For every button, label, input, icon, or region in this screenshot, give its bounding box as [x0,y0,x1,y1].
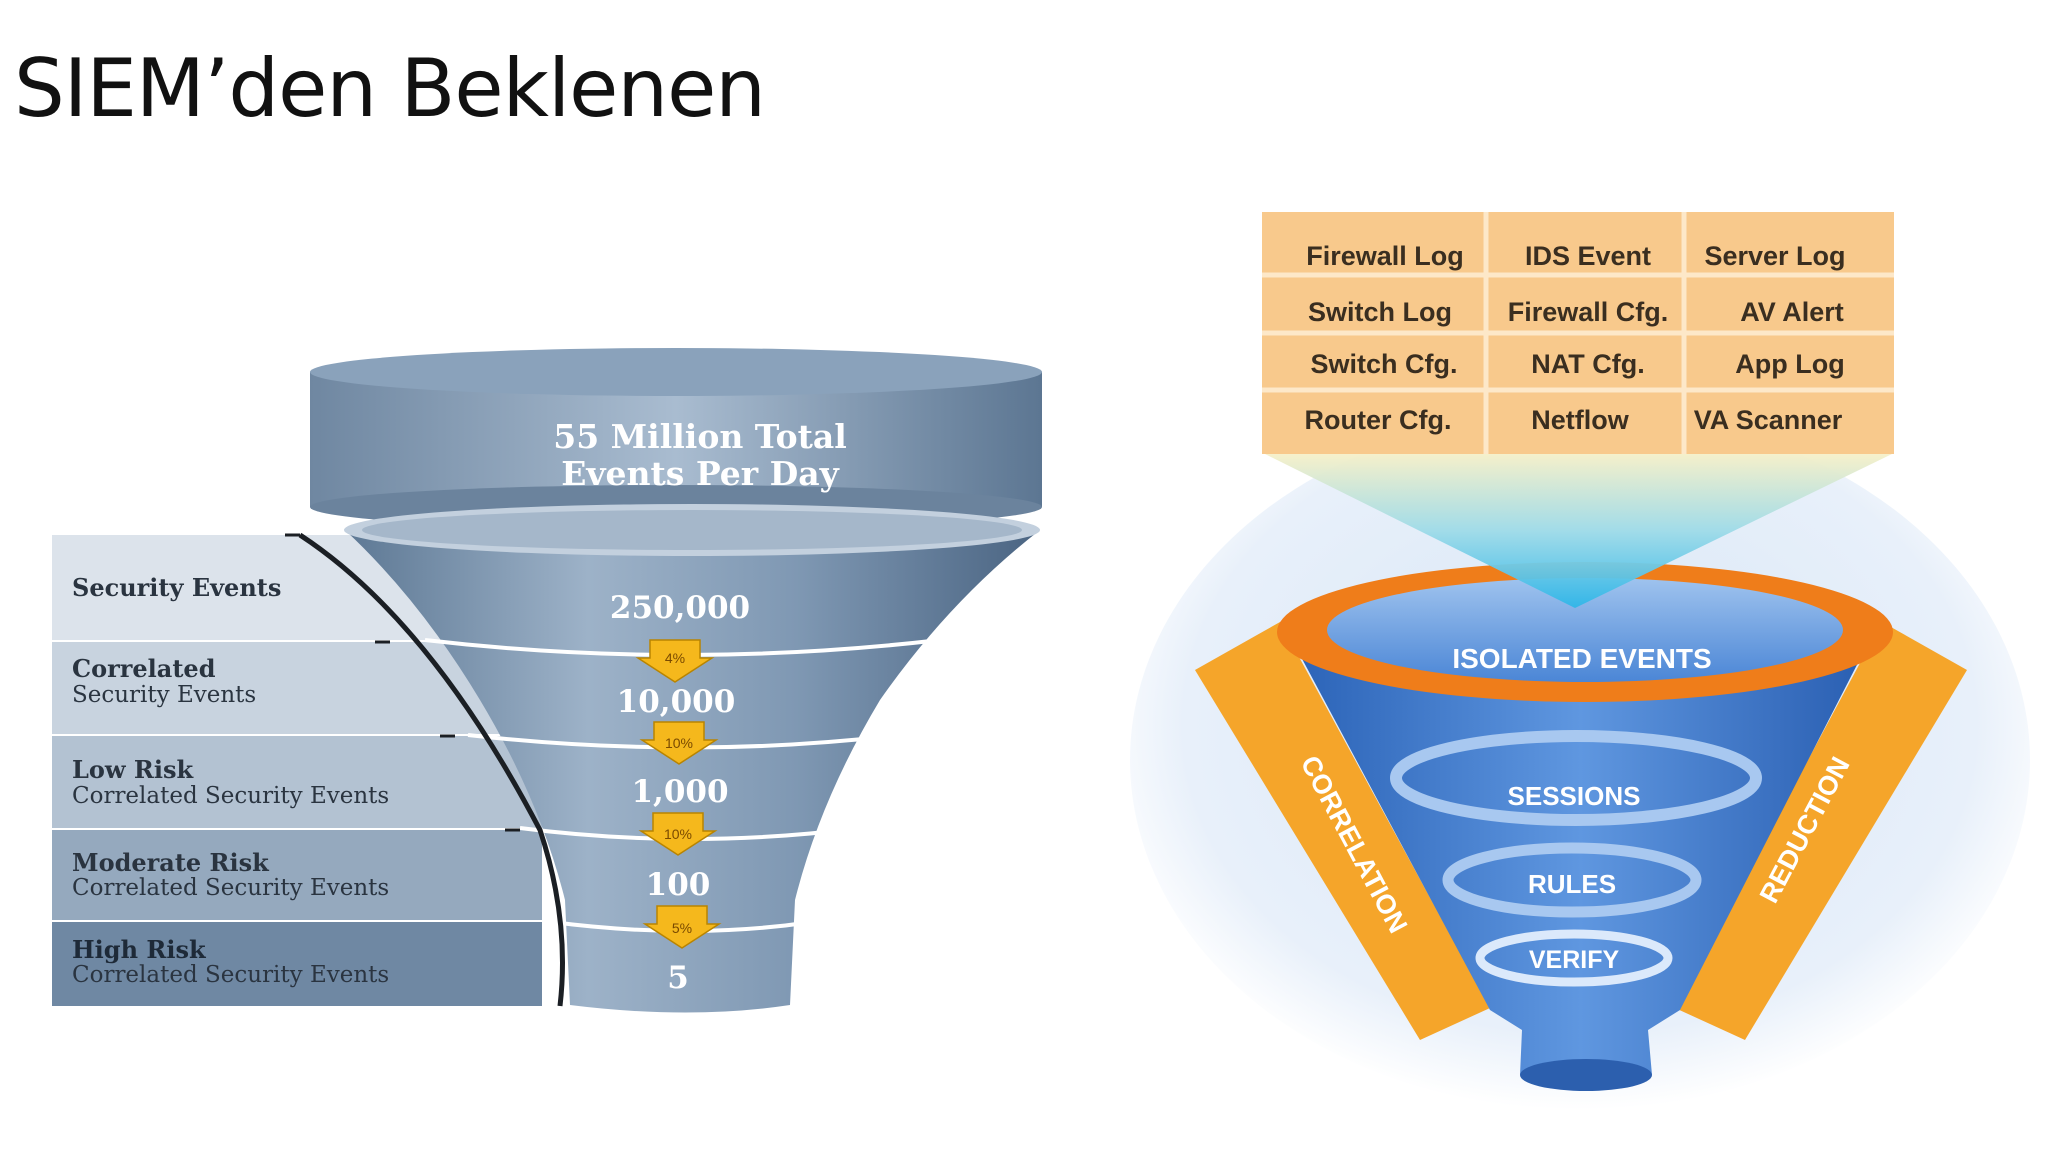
log-source-cell: Netflow [1531,405,1629,435]
log-source-cell: NAT Cfg. [1531,349,1644,379]
separator-curve [298,532,565,1007]
log-source-cell: App Log [1735,349,1844,379]
log-source-cell: IDS Event [1525,241,1651,271]
log-source-cell: Switch Cfg. [1311,349,1458,379]
total-events-label: 55 Million Total [553,417,847,456]
percent-arrow: 10% [639,721,719,765]
percent-arrow: 10% [638,812,718,856]
log-source-cell: Switch Log [1308,297,1452,327]
log-source-cell: Server Log [1704,241,1845,271]
log-source-cell: AV Alert [1740,297,1844,327]
stage-subtitle: Correlated Security Events [72,783,389,809]
layer-label: RULES [1528,869,1616,899]
stage-count: 1,000 [631,774,728,810]
log-source-cell: Firewall Log [1306,241,1464,271]
layer-label: ISOLATED EVENTS [1452,643,1711,674]
reduction-band [1675,622,1967,1040]
percent-arrow: 5% [642,905,722,949]
stage-title: Correlated [72,654,216,683]
percent-arrow: 4% [635,639,715,683]
percent-label: 10% [665,735,693,751]
log-source-cell: VA Scanner [1694,405,1843,435]
log-source-cell: Firewall Cfg. [1508,297,1669,327]
stage-title: Security Events [72,573,281,602]
log-source-grid: Firewall Log IDS Event Server Log Switch… [1262,212,1894,454]
stage-count: 250,000 [610,590,750,626]
stage-title: Low Risk [72,755,194,784]
source-beam [1265,454,1892,608]
layer-label: SESSIONS [1508,781,1641,811]
total-events-label: Events Per Day [561,454,839,493]
total-events-cylinder: 55 Million Total Events Per Day [310,348,1042,529]
stage-count: 5 [667,960,689,996]
right-funnel: Firewall Log IDS Event Server Log Switch… [1130,212,2030,1110]
stage-count: 100 [646,867,711,903]
stage-count: 10,000 [617,684,736,720]
stage-title: Moderate Risk [72,848,270,877]
left-funnel: 55 Million Total Events Per Day Security… [52,348,1042,1013]
stage-subtitle: Correlated Security Events [72,875,389,901]
stage-title: High Risk [72,935,207,964]
slide-title: SIEM’den Beklenen [14,42,766,135]
percent-label: 5% [672,920,692,936]
layer-label: VERIFY [1529,946,1620,974]
stage-subtitle: Security Events [72,682,256,708]
percent-label: 10% [664,826,692,842]
funnel-cone [1300,655,1862,1075]
stage-subtitle: Correlated Security Events [72,962,389,988]
log-source-cell: Router Cfg. [1305,405,1452,435]
percent-label: 4% [665,650,685,666]
correlation-band [1195,622,1490,1040]
